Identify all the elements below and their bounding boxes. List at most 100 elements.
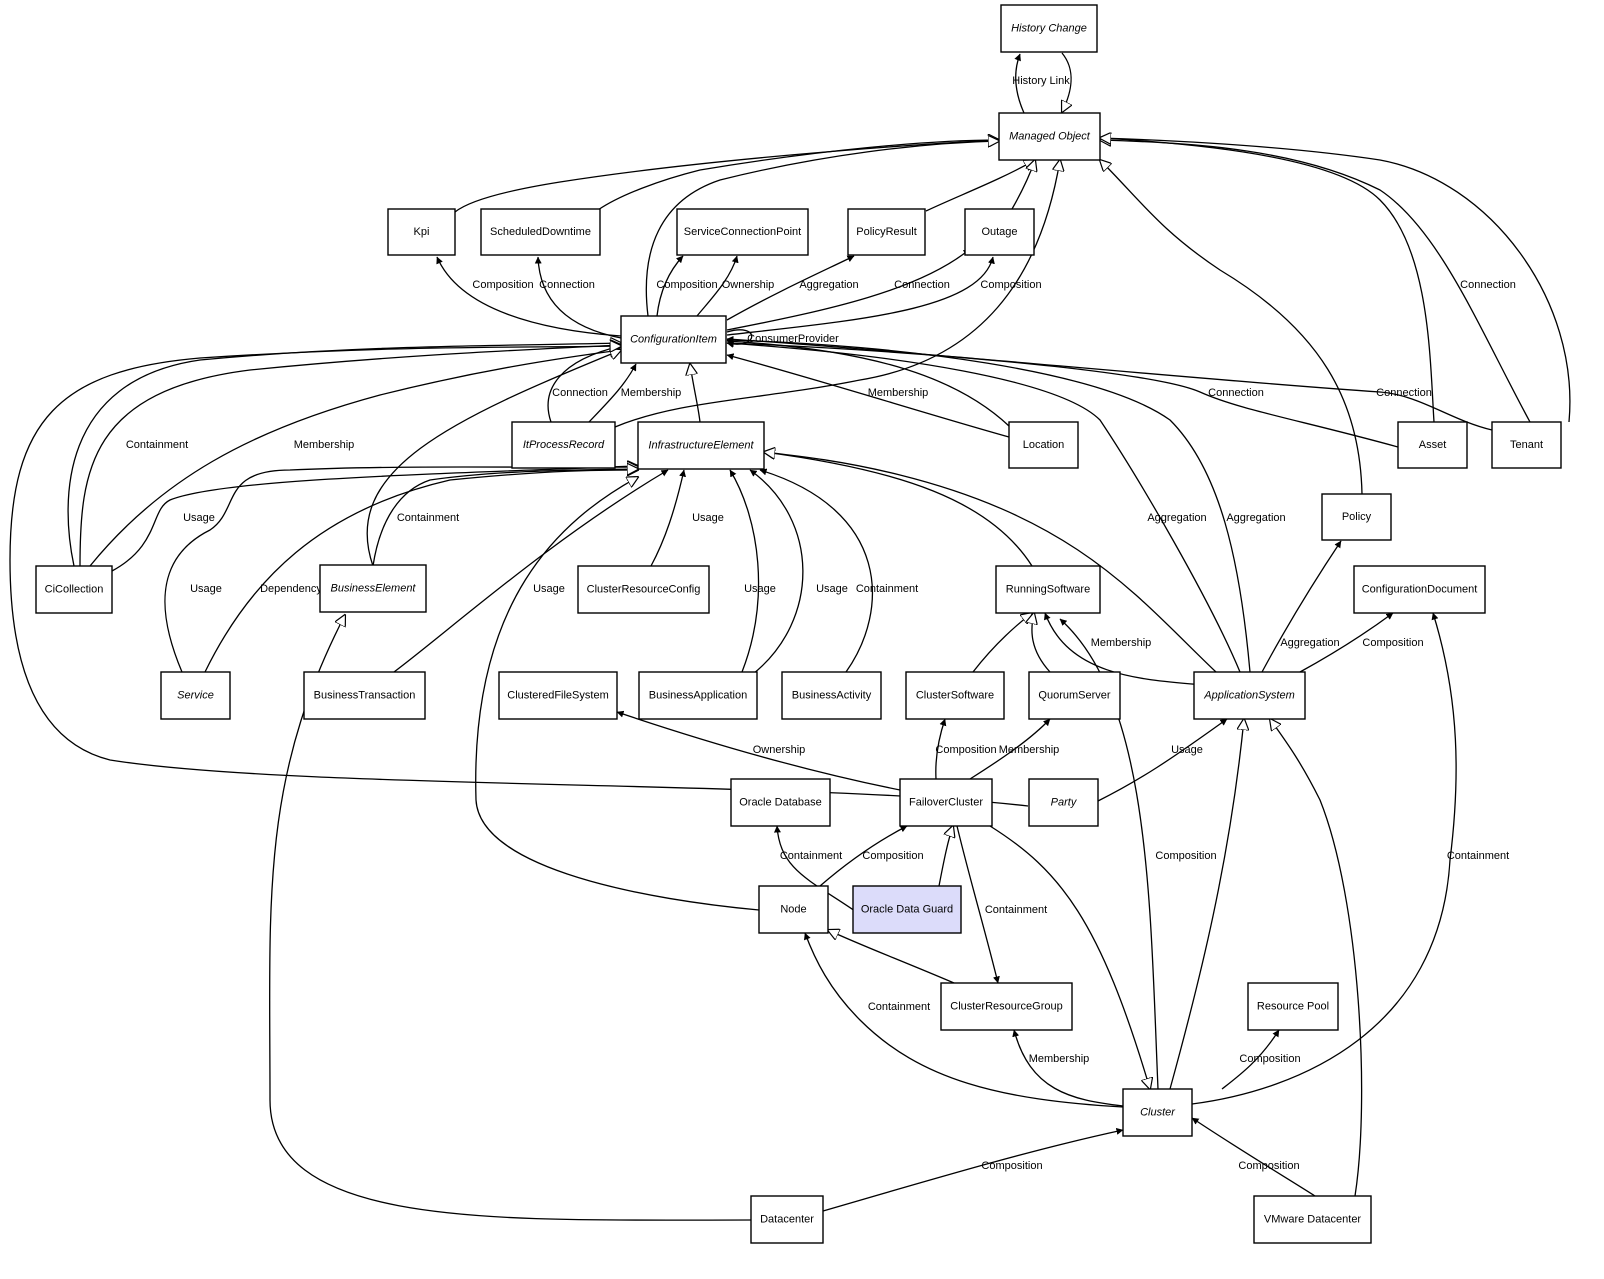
class-box[interactable] <box>1000 4 1098 53</box>
class-box[interactable] <box>1321 493 1392 541</box>
class-box[interactable] <box>940 982 1073 1031</box>
inheritance-edge <box>1100 138 1571 423</box>
class-node-datacenter[interactable]: Datacenter <box>750 1195 824 1244</box>
class-name: QuorumServer <box>1038 689 1110 701</box>
class-node-oradb[interactable]: Oracle Database <box>730 778 831 827</box>
class-node-cluster[interactable]: Cluster <box>1122 1088 1193 1137</box>
class-node-crc[interactable]: ClusterResourceConfig <box>577 565 710 614</box>
class-node-odg[interactable]: Oracle Data Guard <box>852 885 962 934</box>
generalization-arrow <box>1270 719 1363 1197</box>
class-node-confdoc[interactable]: ConfigurationDocument <box>1353 565 1486 614</box>
class-box[interactable] <box>852 885 962 934</box>
class-box[interactable] <box>781 671 882 720</box>
class-node-party[interactable]: Party <box>1028 778 1099 827</box>
class-box[interactable] <box>1353 565 1486 614</box>
inheritance-edge <box>972 613 1032 673</box>
class-box[interactable] <box>1008 421 1079 469</box>
class-box[interactable] <box>1122 1088 1193 1137</box>
class-node-vmdc[interactable]: VMware Datacenter <box>1253 1195 1372 1244</box>
relationship-arrow <box>1014 53 1025 114</box>
class-node-failover[interactable]: FailoverCluster <box>899 778 993 827</box>
class-box[interactable] <box>1253 1195 1372 1244</box>
class-node-location[interactable]: Location <box>1008 421 1079 469</box>
class-node-cicoll[interactable]: CiCollection <box>35 565 113 614</box>
class-box[interactable] <box>730 778 831 827</box>
class-box[interactable] <box>637 421 765 470</box>
association-edge <box>534 256 622 339</box>
class-box[interactable] <box>998 112 1101 161</box>
class-node-managed[interactable]: Managed Object <box>998 112 1101 161</box>
class-box[interactable] <box>964 208 1035 256</box>
class-box[interactable] <box>750 1195 824 1244</box>
class-box[interactable] <box>160 671 231 720</box>
class-node-crg[interactable]: ClusterResourceGroup <box>940 982 1073 1031</box>
class-box[interactable] <box>899 778 993 827</box>
class-box[interactable] <box>1028 671 1121 720</box>
class-box[interactable] <box>511 421 616 469</box>
class-node-sched[interactable]: ScheduledDowntime <box>480 208 601 256</box>
inheritance-edge <box>764 452 1217 673</box>
inheritance-edge <box>89 350 621 567</box>
class-box[interactable] <box>498 671 618 720</box>
class-node-ci[interactable]: ConfigurationItem <box>620 315 727 364</box>
class-node-policyres[interactable]: PolicyResult <box>847 208 926 256</box>
class-box[interactable] <box>387 208 456 256</box>
class-box[interactable] <box>1028 778 1099 827</box>
class-box[interactable] <box>1491 421 1562 469</box>
class-node-node[interactable]: Node <box>758 885 829 934</box>
class-box[interactable] <box>319 564 427 613</box>
generalization-arrow <box>925 160 1035 212</box>
class-box[interactable] <box>480 208 601 256</box>
association-edge <box>656 255 684 317</box>
association-edge <box>729 469 760 673</box>
class-node-busapp[interactable]: BusinessApplication <box>638 671 758 720</box>
class-node-tenant[interactable]: Tenant <box>1491 421 1562 469</box>
class-name: Tenant <box>1510 439 1543 451</box>
class-node-busel[interactable]: BusinessElement <box>319 564 427 613</box>
class-box[interactable] <box>847 208 926 256</box>
class-node-service[interactable]: Service <box>160 671 231 720</box>
inheritance-edge <box>79 345 621 567</box>
class-box[interactable] <box>995 565 1101 614</box>
class-node-itpr[interactable]: ItProcessRecord <box>511 421 616 469</box>
class-node-cfs[interactable]: ClusteredFileSystem <box>498 671 618 720</box>
class-node-infra[interactable]: InfrastructureElement <box>637 421 765 470</box>
class-node-scp[interactable]: ServiceConnectionPoint <box>676 208 809 256</box>
class-box[interactable] <box>676 208 809 256</box>
relationship-arrow <box>1299 612 1394 673</box>
class-node-bustx[interactable]: BusinessTransaction <box>303 671 426 720</box>
class-box[interactable] <box>1247 982 1339 1031</box>
inheritance-edge <box>1270 719 1363 1197</box>
association-edge <box>726 335 1493 431</box>
class-node-asset[interactable]: Asset <box>1397 421 1468 469</box>
class-node-outage[interactable]: Outage <box>964 208 1035 256</box>
class-name: History Change <box>1011 22 1087 34</box>
class-node-clsw[interactable]: ClusterSoftware <box>905 671 1005 720</box>
class-node-policy[interactable]: Policy <box>1321 493 1392 541</box>
relationship-arrow <box>650 469 686 567</box>
class-node-respool[interactable]: Resource Pool <box>1247 982 1339 1031</box>
class-node-history[interactable]: History Change <box>1000 4 1098 53</box>
inheritance-edge <box>67 343 621 567</box>
generalization-arrow <box>764 452 1033 567</box>
class-box[interactable] <box>905 671 1005 720</box>
class-box[interactable] <box>758 885 829 934</box>
relationship-arrow <box>726 335 1493 431</box>
class-node-appsys[interactable]: ApplicationSystem <box>1193 671 1306 720</box>
class-box[interactable] <box>303 671 426 720</box>
class-node-runsw[interactable]: RunningSoftware <box>995 565 1101 614</box>
class-box[interactable] <box>35 565 113 614</box>
generalization-arrow <box>372 469 638 567</box>
class-box[interactable] <box>577 565 710 614</box>
relationship-arrow <box>969 718 1051 780</box>
class-box[interactable] <box>1193 671 1306 720</box>
edge-label: Usage <box>692 512 724 524</box>
edge-label: Membership <box>294 439 355 451</box>
class-node-busact[interactable]: BusinessActivity <box>781 671 882 720</box>
class-node-quorum[interactable]: QuorumServer <box>1028 671 1121 720</box>
class-box[interactable] <box>620 315 727 364</box>
class-box[interactable] <box>1397 421 1468 469</box>
relationship-arrow <box>696 255 739 317</box>
class-box[interactable] <box>638 671 758 720</box>
class-node-kpi[interactable]: Kpi <box>387 208 456 256</box>
